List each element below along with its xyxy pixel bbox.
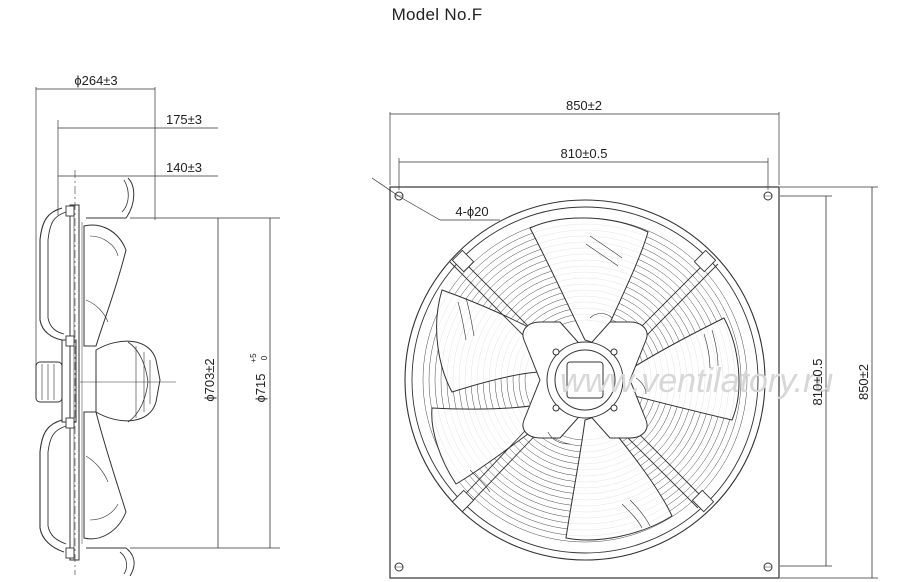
dim-overall-depth: ϕ264±3 <box>74 73 117 88</box>
dim-height-outer: 850±2 <box>856 364 871 400</box>
dim-height-holes: 810±0.5 <box>810 359 825 406</box>
dim-715-tol-upper: +5 <box>249 353 258 363</box>
dim-703: ϕ703±2 <box>202 358 217 401</box>
side-view <box>35 87 280 577</box>
dim-width-holes: 810±0.5 <box>561 146 608 161</box>
dim-width-outer: 850±2 <box>566 98 602 113</box>
dim-715-tol-lower: 0 <box>260 355 269 360</box>
dim-715: ϕ715 <box>253 374 268 403</box>
dim-holes: 4-ϕ20 <box>455 204 488 219</box>
dim-140: 140±3 <box>166 160 202 175</box>
watermark: www.ventilatory.ru <box>560 362 833 400</box>
dim-175: 175±3 <box>166 112 202 127</box>
drawing-title: Model No.F <box>391 5 483 24</box>
front-view <box>371 112 878 579</box>
